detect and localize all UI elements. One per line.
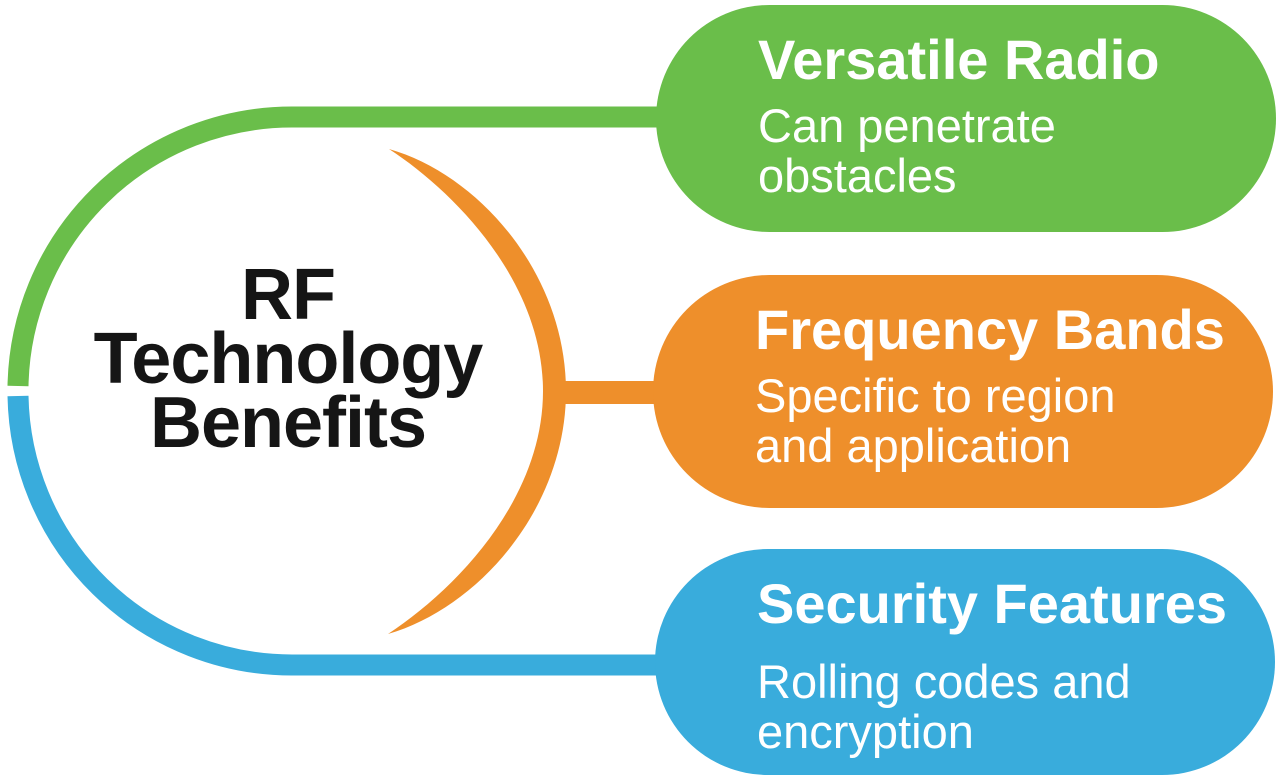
- benefit-description: Specific to region and application: [755, 369, 1116, 472]
- diagram-title: RF Technology Benefits: [93, 255, 484, 463]
- orange-connector: [548, 381, 658, 404]
- benefit-card-security-features: Security Features Rolling codes and encr…: [655, 549, 1275, 775]
- ring-blue-arc: [7, 395, 660, 676]
- benefit-card-versatile-radio: Versatile Radio Can penetrate obstacles: [656, 5, 1276, 232]
- benefit-heading: Versatile Radio: [758, 28, 1160, 91]
- benefit-description: Rolling codes and encryption: [757, 655, 1131, 758]
- ring-orange-arc: [388, 149, 566, 634]
- benefit-heading: Security Features: [757, 572, 1227, 635]
- benefit-card-frequency-bands: Frequency Bands Specific to region and a…: [653, 275, 1273, 508]
- ring-green-arc: [7, 106, 660, 387]
- benefit-description: Can penetrate obstacles: [758, 99, 1056, 202]
- benefit-heading: Frequency Bands: [755, 298, 1225, 361]
